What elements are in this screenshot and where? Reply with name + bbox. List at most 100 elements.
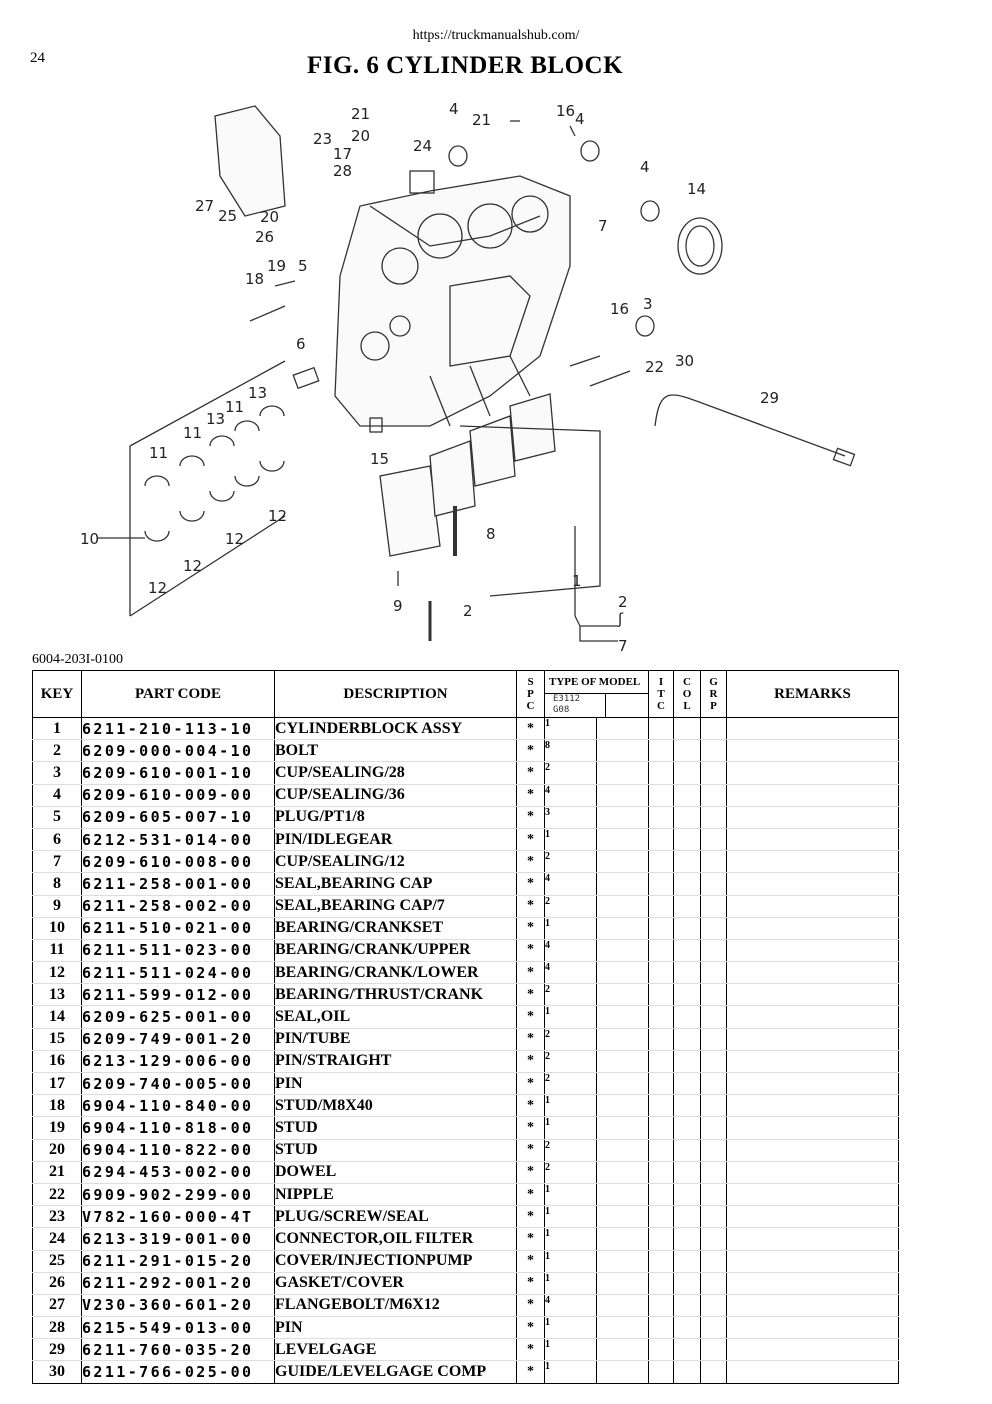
row-description: CONNECTOR,OIL FILTER (274, 1227, 517, 1251)
row-part-code: 6904-110-818-00 (81, 1116, 275, 1140)
row-description: CUP/SEALING/28 (274, 761, 517, 785)
row-grp (700, 716, 728, 741)
svg-text:2: 2 (618, 593, 628, 611)
row-part-code: 6209-625-001-00 (81, 1005, 275, 1029)
row-description: SEAL,BEARING CAP (274, 872, 517, 896)
row-empty-model (595, 961, 650, 985)
row-grp (700, 1338, 728, 1362)
row-col (673, 1360, 702, 1384)
row-part-code: 6211-258-001-00 (81, 872, 275, 896)
row-part-code: 6211-510-021-00 (81, 917, 275, 940)
row-remarks (726, 739, 900, 763)
row-spc: * (516, 1116, 545, 1140)
row-description: CUP/SEALING/36 (274, 784, 517, 807)
row-quantity: 8 (544, 739, 597, 763)
row-remarks (726, 850, 900, 874)
row-col (673, 1072, 702, 1096)
row-quantity: 1 (544, 1116, 597, 1140)
row-spc: * (516, 1183, 545, 1207)
row-empty-model (595, 1316, 650, 1340)
row-remarks (726, 961, 900, 985)
row-spc: * (516, 739, 545, 763)
row-col (673, 1205, 702, 1229)
row-empty-model (595, 1271, 650, 1295)
svg-text:11: 11 (149, 444, 168, 462)
row-spc: * (516, 1338, 545, 1362)
row-spc: * (516, 872, 545, 896)
row-col (673, 961, 702, 985)
svg-text:8: 8 (486, 525, 496, 543)
row-grp (700, 983, 728, 1007)
row-spc: * (516, 1316, 545, 1340)
row-itc (648, 739, 675, 763)
row-spc: * (516, 895, 545, 918)
row-remarks (726, 1250, 900, 1273)
row-empty-model (595, 1160, 650, 1184)
row-key: 21 (32, 1160, 82, 1184)
row-description: GASKET/COVER (274, 1271, 517, 1295)
row-empty-model (595, 716, 650, 741)
row-empty-model (595, 739, 650, 763)
row-quantity: 1 (544, 917, 597, 940)
row-description: GUIDE/LEVELGAGE COMP (274, 1360, 517, 1384)
svg-text:20: 20 (260, 208, 279, 226)
row-itc (648, 1094, 675, 1118)
row-grp (700, 1072, 728, 1096)
row-key: 9 (32, 895, 82, 918)
svg-text:26: 26 (255, 228, 274, 246)
row-itc (648, 806, 675, 829)
row-description: PIN/IDLEGEAR (274, 827, 517, 852)
row-key: 16 (32, 1049, 82, 1074)
row-itc (648, 850, 675, 874)
row-remarks (726, 917, 900, 940)
row-col (673, 872, 702, 896)
row-remarks (726, 761, 900, 785)
svg-text:ʃ: ʃ (617, 610, 624, 628)
source-url[interactable]: https://truckmanualshub.com/ (412, 28, 580, 43)
row-itc (648, 1139, 675, 1162)
row-spc: * (516, 1205, 545, 1229)
row-key: 19 (32, 1116, 82, 1140)
row-itc (648, 961, 675, 985)
row-itc (648, 784, 675, 807)
row-quantity: 4 (544, 961, 597, 985)
row-itc (648, 938, 675, 963)
row-grp (700, 1005, 728, 1029)
row-spc: * (516, 1250, 545, 1273)
row-spc: * (516, 1227, 545, 1251)
row-quantity: 1 (544, 1005, 597, 1029)
row-key: 27 (32, 1294, 82, 1318)
row-empty-model (595, 938, 650, 963)
svg-text:23: 23 (313, 130, 332, 148)
row-quantity: 2 (544, 1028, 597, 1051)
svg-text:1: 1 (572, 572, 582, 590)
row-spc: * (516, 1072, 545, 1096)
row-part-code: 6294-453-002-00 (81, 1160, 275, 1184)
row-grp (700, 938, 728, 963)
svg-text:22: 22 (645, 358, 664, 376)
row-quantity: 1 (544, 1316, 597, 1340)
row-key: 28 (32, 1316, 82, 1340)
row-itc (648, 827, 675, 852)
row-itc (648, 1227, 675, 1251)
row-quantity: 2 (544, 895, 597, 918)
row-quantity: 1 (544, 827, 597, 852)
row-spc: * (516, 850, 545, 874)
row-grp (700, 1183, 728, 1207)
row-grp (700, 1094, 728, 1118)
row-part-code: V230-360-601-20 (81, 1294, 275, 1318)
row-key: 12 (32, 961, 82, 985)
row-empty-model (595, 1049, 650, 1074)
row-remarks (726, 1294, 900, 1318)
row-empty-model (595, 1028, 650, 1051)
